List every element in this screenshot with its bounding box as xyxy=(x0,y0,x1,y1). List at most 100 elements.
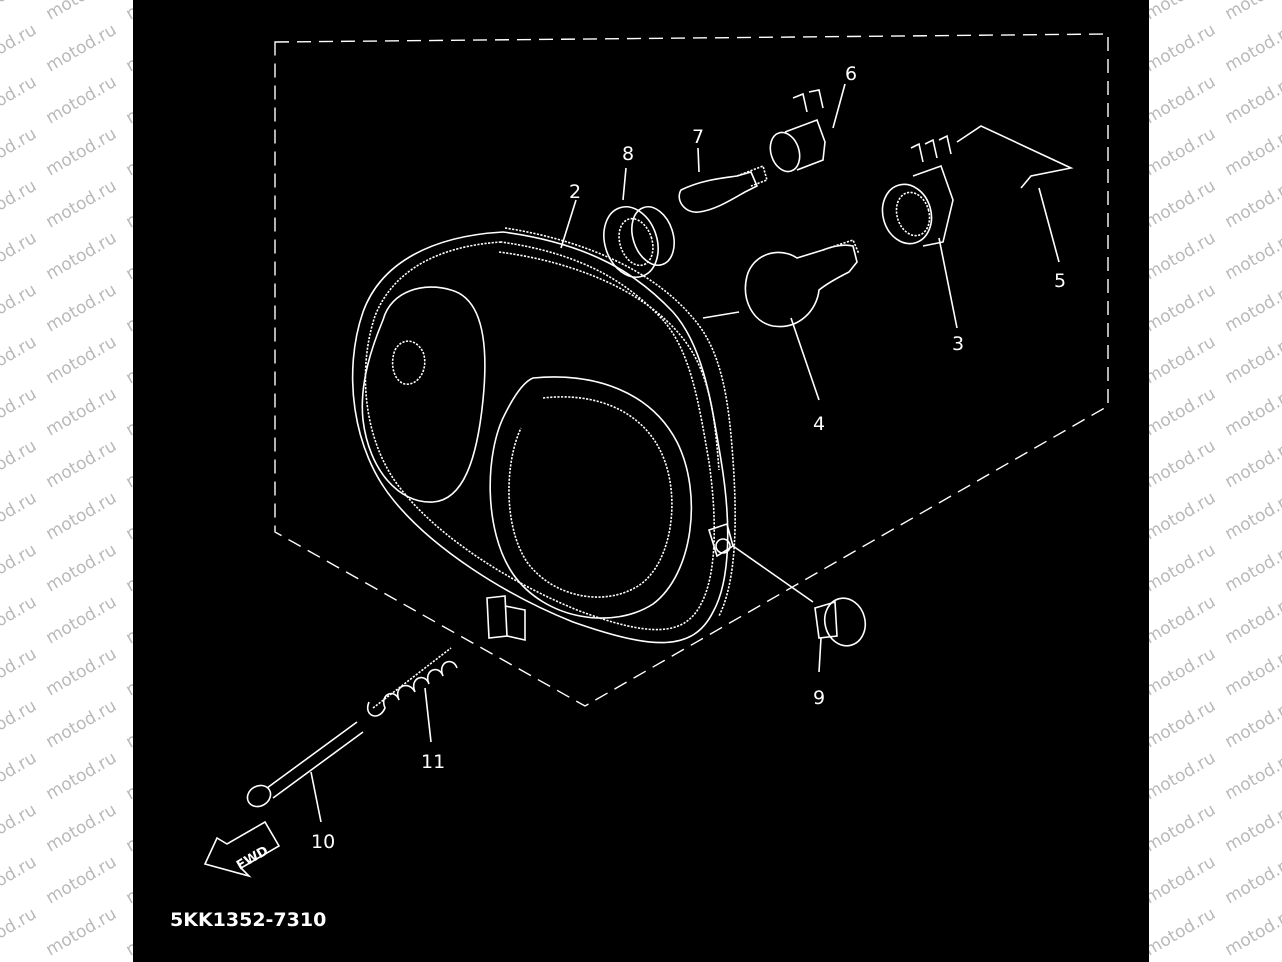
watermark-text: motod.ru xyxy=(1222,228,1282,284)
watermark-text: motod.ru xyxy=(1142,488,1220,544)
callout-item-9: 9 xyxy=(813,687,825,709)
watermark-text: motod.ru xyxy=(0,644,40,700)
fwd-label: FWD xyxy=(234,843,271,873)
fwd-arrow-icon: FWD xyxy=(203,820,281,878)
watermark-text: motod.ru xyxy=(0,540,40,596)
watermark-text: motod.ru xyxy=(1142,592,1220,648)
watermark-text: motod.ru xyxy=(0,228,40,284)
watermark-text: motod.ru xyxy=(43,228,121,284)
watermark-text: motod.ru xyxy=(43,644,121,700)
spring xyxy=(366,647,458,717)
grommet xyxy=(603,206,675,278)
callout-item-10: 10 xyxy=(311,831,335,853)
watermark-text: motod.ru xyxy=(43,384,121,440)
watermark-text: motod.ru xyxy=(1222,904,1282,960)
watermark-text: motod.ru xyxy=(1222,176,1282,232)
watermark-text: motod.ru xyxy=(1142,72,1220,128)
watermark-text: motod.ru xyxy=(0,748,40,804)
watermark-text: motod.ru xyxy=(1222,124,1282,180)
watermark-text: motod.ru xyxy=(0,176,40,232)
watermark-text: motod.ru xyxy=(1222,384,1282,440)
callout-item-7: 7 xyxy=(692,126,704,148)
watermark-text: motod.ru xyxy=(1142,332,1220,388)
watermark-text: motod.ru xyxy=(1142,124,1220,180)
watermark-text: motod.ru xyxy=(1222,540,1282,596)
watermark-text: motod.ru xyxy=(0,72,40,128)
watermark-text: motod.ru xyxy=(0,904,40,960)
callout-item-2: 2 xyxy=(569,181,581,203)
watermark-text: motod.ru xyxy=(43,20,121,76)
callout-labels: 2 3 4 5 6 7 8 9 10 11 xyxy=(311,63,1066,853)
watermark-text: motod.ru xyxy=(1222,0,1282,24)
watermark-text: motod.ru xyxy=(0,0,40,24)
watermark-text: motod.ru xyxy=(0,384,40,440)
watermark-text: motod.ru xyxy=(1142,748,1220,804)
small-bulb xyxy=(678,164,768,213)
watermark-text: motod.ru xyxy=(0,20,40,76)
watermark-text: motod.ru xyxy=(43,488,121,544)
watermark-text: motod.ru xyxy=(43,436,121,492)
watermark-text: motod.ru xyxy=(0,436,40,492)
headlight-housing xyxy=(351,227,736,644)
watermark-text: motod.ru xyxy=(1222,748,1282,804)
watermark-text: motod.ru xyxy=(1222,20,1282,76)
callout-item-11: 11 xyxy=(421,751,445,773)
watermark-text: motod.ru xyxy=(1142,540,1220,596)
watermark-text: motod.ru xyxy=(1142,20,1220,76)
diagram-panel: FWD 2 3 4 5 xyxy=(133,0,1149,962)
callout-item-5: 5 xyxy=(1054,270,1066,292)
watermark-text: motod.ru xyxy=(43,176,121,232)
watermark-text: motod.ru xyxy=(43,124,121,180)
watermark-text: motod.ru xyxy=(0,488,40,544)
watermark-text: motod.ru xyxy=(0,696,40,752)
trim-clip xyxy=(814,597,867,647)
watermark-text: motod.ru xyxy=(1142,696,1220,752)
watermark-text: motod.ru xyxy=(1222,332,1282,388)
watermark-text: motod.ru xyxy=(43,800,121,856)
watermark-text: motod.ru xyxy=(1142,384,1220,440)
watermark-text: motod.ru xyxy=(0,280,40,336)
watermark-text: motod.ru xyxy=(1142,228,1220,284)
watermark-text: motod.ru xyxy=(1142,800,1220,856)
callout-item-8: 8 xyxy=(622,143,634,165)
watermark-text: motod.ru xyxy=(43,904,121,960)
callout-item-3: 3 xyxy=(952,333,964,355)
watermark-text: motod.ru xyxy=(43,852,121,908)
watermark-text: motod.ru xyxy=(1222,852,1282,908)
watermark-text: motod.ru xyxy=(43,696,121,752)
assembly-boundary xyxy=(274,33,1109,707)
watermark-text: motod.ru xyxy=(1222,280,1282,336)
watermark-text: motod.ru xyxy=(0,852,40,908)
watermark-text: motod.ru xyxy=(1142,436,1220,492)
watermark-text: motod.ru xyxy=(1142,904,1220,960)
watermark-text: motod.ru xyxy=(1222,644,1282,700)
socket-cover xyxy=(956,125,1074,189)
bulb-socket xyxy=(881,134,954,247)
watermark-text: motod.ru xyxy=(43,332,121,388)
watermark-text: motod.ru xyxy=(1222,72,1282,128)
watermark-text: motod.ru xyxy=(1222,800,1282,856)
watermark-text: motod.ru xyxy=(1142,852,1220,908)
watermark-text: motod.ru xyxy=(43,748,121,804)
watermark-text: motod.ru xyxy=(1222,696,1282,752)
leader-lines xyxy=(310,83,1060,823)
watermark-text: motod.ru xyxy=(0,124,40,180)
headlight-bulb xyxy=(744,239,860,328)
watermark-text: motod.ru xyxy=(43,540,121,596)
headlight-exploded-diagram: FWD 2 3 4 5 xyxy=(170,33,1109,931)
callout-item-4: 4 xyxy=(813,413,825,435)
watermark-text: motod.ru xyxy=(1142,644,1220,700)
small-socket xyxy=(769,89,826,173)
watermark-text: motod.ru xyxy=(1222,592,1282,648)
watermark-text: motod.ru xyxy=(0,592,40,648)
part-code: 5KK1352-7310 xyxy=(170,909,326,931)
bolt xyxy=(246,721,364,808)
watermark-text: motod.ru xyxy=(43,592,121,648)
watermark-text: motod.ru xyxy=(0,800,40,856)
watermark-text: motod.ru xyxy=(1142,280,1220,336)
watermark-text: motod.ru xyxy=(43,72,121,128)
watermark-text: motod.ru xyxy=(0,332,40,388)
watermark-text: motod.ru xyxy=(1142,176,1220,232)
